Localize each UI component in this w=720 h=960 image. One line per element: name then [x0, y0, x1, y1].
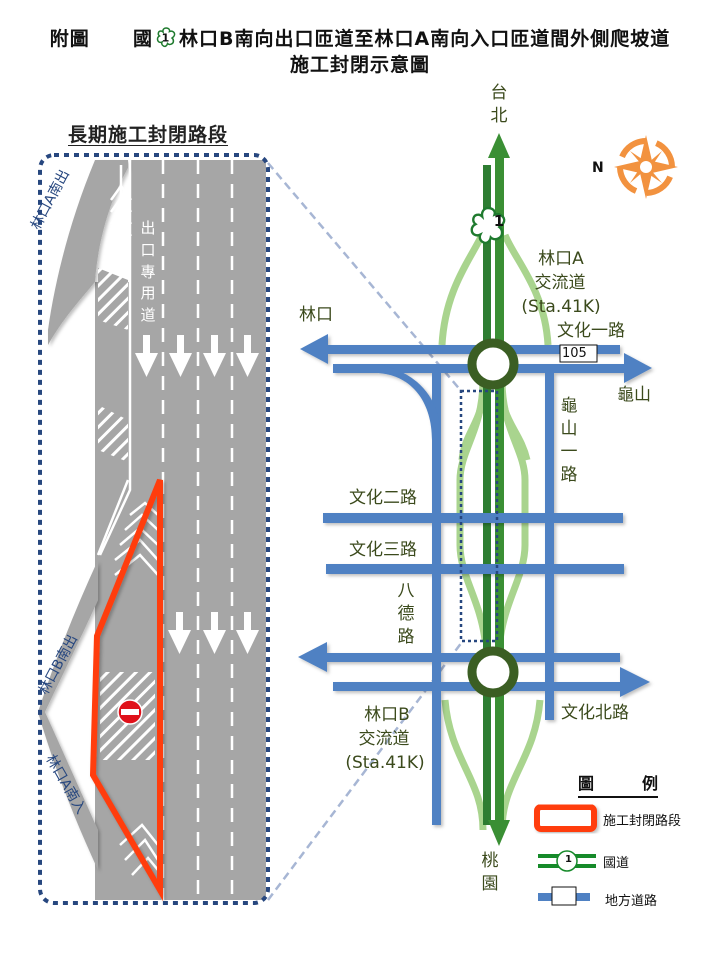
north-label: N — [592, 160, 604, 176]
interchange-b-type: 交流道 — [358, 729, 410, 749]
arrow-north — [488, 133, 510, 158]
detail-frame — [38, 153, 270, 905]
road-wenhua-1: 文化一路 — [557, 321, 625, 341]
interchange-b-station: (Sta.41K) — [345, 753, 425, 773]
local-roads — [298, 334, 652, 825]
road-guishan-1: 龜山一路 — [560, 396, 578, 485]
legend-highway-number: 1 — [565, 854, 572, 865]
exit-lane-label: 出口專用道 — [140, 219, 156, 324]
legend-title: 圖 例 — [578, 770, 658, 798]
no-entry-icon — [117, 699, 143, 725]
title-prefix: 附圖 — [49, 28, 90, 50]
compass-rose-icon — [614, 135, 678, 199]
route-105-label: 105 — [562, 346, 587, 361]
lane-arrows-bottom — [168, 612, 259, 654]
page-title-line-2: 施工封閉示意圖 — [289, 54, 430, 76]
closure-location-marker — [459, 389, 499, 643]
destination-taipei: 台北 — [490, 83, 508, 126]
legend-title-left: 圖 — [578, 774, 595, 793]
svg-text:1: 1 — [162, 32, 171, 45]
highway-shield-icon: 1 — [155, 26, 177, 53]
destination-guishan: 龜山 — [617, 385, 651, 405]
legend-title-right: 例 — [641, 774, 658, 793]
interchange-b-name: 林口B — [364, 705, 410, 725]
ramp-linkou-b-exit-and-a-entry — [38, 560, 98, 870]
lane-dashes — [161, 160, 234, 900]
interchange-circles — [467, 338, 519, 698]
legend-local-road-symbol — [538, 886, 590, 906]
legend-closure-symbol — [534, 804, 597, 832]
road-wenhua-3: 文化三路 — [349, 540, 417, 560]
interchange-a-name: 林口A — [538, 249, 584, 269]
legend-item-highway: 國道 — [603, 856, 630, 871]
destination-linkou: 林口 — [299, 305, 333, 325]
legend-item-closure: 施工封閉路段 — [603, 814, 682, 829]
road-wenhua-2: 文化二路 — [349, 488, 417, 508]
highway-shield-icon — [470, 206, 506, 245]
interchange-a-type: 交流道 — [534, 273, 586, 293]
title-main: 林口B南向出口匝道至林口A南向入口匝道間外側爬坡道 — [179, 28, 671, 50]
legend-item-local-road: 地方道路 — [605, 894, 658, 909]
hatched-area-upper — [98, 268, 128, 462]
route-105-badge — [559, 344, 598, 363]
national-highway-1 — [483, 133, 510, 846]
legend-highway-symbol — [538, 850, 596, 872]
detail-panel — [38, 153, 270, 905]
legend-symbols — [534, 804, 597, 906]
title-country-road: 國 — [133, 28, 154, 50]
road-bade: 八德路 — [397, 581, 415, 647]
ramp-linkou-a-south-exit — [48, 160, 128, 345]
lane-arrows-top — [135, 335, 259, 377]
closure-outline — [89, 478, 163, 902]
interchange-map — [298, 133, 678, 846]
highway-shield-number: 1 — [493, 212, 505, 230]
destination-taoyuan: 桃園 — [481, 851, 499, 894]
interchange-a-station: (Sta.41K) — [521, 297, 601, 317]
gore-chevrons-top — [109, 165, 133, 282]
ramps-interchange-b — [441, 699, 544, 831]
arrow-south — [488, 820, 510, 846]
detail-panel-title: 長期施工封閉路段 — [68, 124, 229, 146]
road-wenhua-north: 文化北路 — [561, 703, 629, 723]
